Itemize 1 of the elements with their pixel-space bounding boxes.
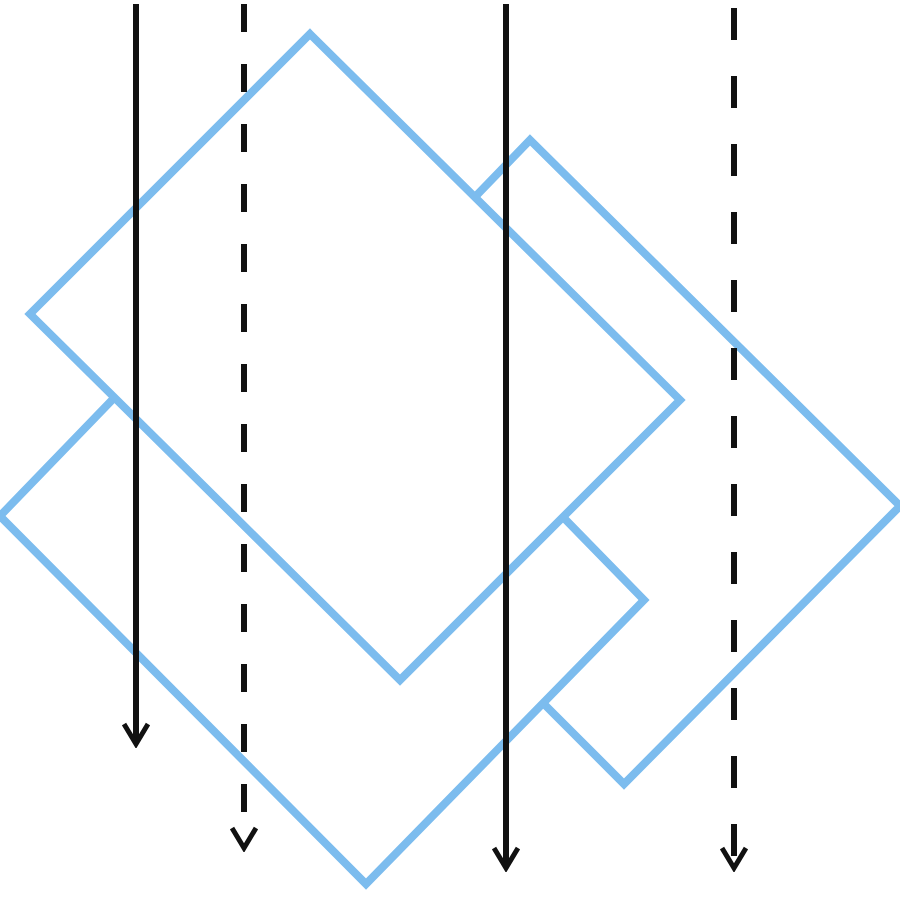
diamond-shape <box>24 28 686 686</box>
